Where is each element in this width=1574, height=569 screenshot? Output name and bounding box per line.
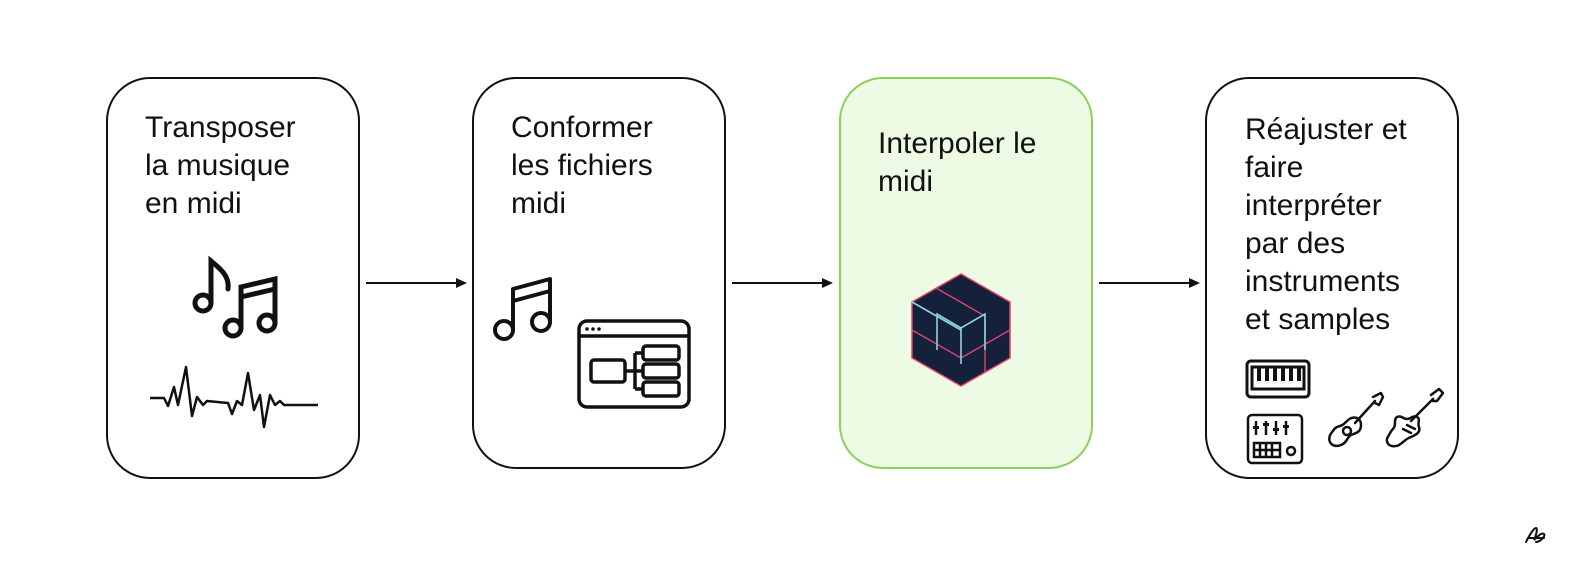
app-window-flowchart-icon [577, 319, 691, 409]
waveform-icon [150, 365, 318, 429]
arrow-2-3 [732, 278, 833, 288]
step-2-title: Conformer les fichiers midi [511, 111, 653, 220]
step-4-title: Réajuster et faire interpréter par des i… [1245, 113, 1407, 336]
step-3-interpoler-card: Interpoler le midi [839, 77, 1093, 469]
step-2-conformer-card: Conformer les fichiers midi [472, 77, 726, 469]
magenta-hexagon-logo [911, 273, 1011, 387]
signature-mark-icon [1525, 526, 1546, 543]
keyboard-icon [1245, 359, 1311, 399]
arrow-1-2 [366, 278, 467, 288]
step-3-title: Interpoler le midi [878, 127, 1037, 198]
step-1-title: Transposer la musique en midi [145, 111, 296, 220]
mixer-icon [1246, 413, 1304, 465]
music-notes-icon [192, 255, 278, 339]
arrow-3-4 [1099, 278, 1200, 288]
step-1-transposer-card: Transposer la musique en midi [106, 77, 360, 479]
music-note-icon [493, 277, 552, 341]
step-4-reajuster-card: Réajuster et faire interpréter par des i… [1205, 77, 1459, 479]
acoustic-guitar-icon [1328, 391, 1385, 448]
electric-guitar-icon [1385, 387, 1445, 448]
